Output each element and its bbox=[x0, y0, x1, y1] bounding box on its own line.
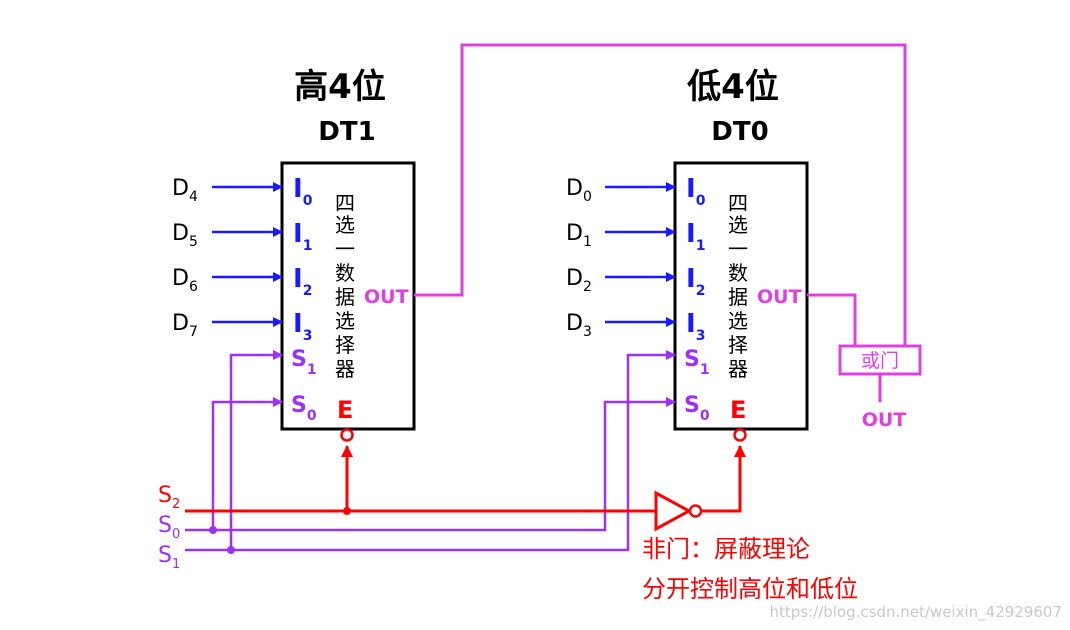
dt0-pin-i2: I2 bbox=[686, 264, 705, 299]
output-wires bbox=[414, 43, 907, 402]
label-s0: S0 bbox=[158, 513, 180, 542]
dt1-pin-out: OUT bbox=[364, 286, 409, 308]
dt1-out-wire bbox=[414, 43, 907, 346]
not-gate-triangle bbox=[654, 490, 693, 532]
label-d5: D5 bbox=[172, 221, 198, 250]
dt1-pin-e: E bbox=[337, 396, 353, 424]
dt1-char-7: 器 bbox=[335, 357, 355, 381]
dt1-char-0: 四 bbox=[335, 191, 355, 215]
s0-wire bbox=[185, 397, 676, 532]
dt1-char-2: 一 bbox=[335, 237, 355, 261]
s0-branch-dt1 bbox=[211, 397, 283, 530]
or-gate-box bbox=[838, 344, 922, 376]
dt0-char-2: 一 bbox=[728, 237, 748, 261]
dt0-pin-i0: I0 bbox=[686, 174, 706, 209]
dt0-pin-e: E bbox=[730, 396, 746, 424]
high-bits-title: 高4位 bbox=[294, 67, 386, 107]
not-gate bbox=[654, 490, 703, 532]
dt0-char-5: 选 bbox=[728, 309, 748, 333]
dt1-pin-i3: I3 bbox=[293, 309, 312, 344]
label-s2: S2 bbox=[158, 483, 180, 512]
dt0-pin-out: OUT bbox=[757, 286, 802, 308]
annotation-line-2: 分开控制高位和低位 bbox=[642, 575, 858, 603]
s0-junction-dot bbox=[209, 526, 217, 534]
dt0-label: DT0 bbox=[711, 117, 768, 147]
dt0-data-wires bbox=[605, 182, 676, 327]
dt1-pin-s0: S0 bbox=[291, 393, 317, 424]
select-line-labels: S2 S0 S1 bbox=[158, 483, 180, 572]
or-gate-label: 或门 bbox=[861, 350, 899, 372]
dt0-enable-bubble bbox=[733, 428, 747, 442]
dt1-enable-bubble bbox=[340, 428, 354, 442]
dt0-pin-labels: I0 I1 I2 I3 S1 S0 E OUT bbox=[684, 174, 802, 424]
dt0-out-wire bbox=[807, 293, 857, 346]
dt0-input-labels: D0 D1 D2 D3 bbox=[566, 176, 592, 340]
final-out-label: OUT bbox=[862, 409, 907, 431]
label-d7: D7 bbox=[172, 311, 198, 340]
annotation-line-1: 非门：屏蔽理论 bbox=[642, 535, 810, 563]
dt1-char-3: 数 bbox=[335, 261, 355, 285]
dt0-chip-box bbox=[673, 161, 809, 431]
dt0-char-4: 据 bbox=[728, 285, 748, 309]
dt1-label: DT1 bbox=[318, 117, 375, 147]
dt0-char-1: 选 bbox=[728, 213, 748, 237]
label-d1: D1 bbox=[566, 221, 592, 250]
s1-junction-dot bbox=[227, 546, 235, 554]
not-gate-bubble bbox=[688, 504, 703, 518]
dt0-pin-i1: I1 bbox=[686, 219, 705, 254]
label-d6: D6 bbox=[172, 266, 198, 295]
dt0-char-0: 四 bbox=[728, 191, 748, 215]
dt0-char-6: 择 bbox=[728, 333, 748, 357]
enable-wires bbox=[185, 445, 746, 513]
dt0-pin-i3: I3 bbox=[686, 309, 705, 344]
s2-junction-dot bbox=[343, 507, 351, 515]
s1-branch-dt1 bbox=[229, 350, 283, 550]
dt1-input-labels: D4 D5 D6 D7 bbox=[172, 176, 198, 340]
dt0-char-3: 数 bbox=[728, 261, 748, 285]
dt1-data-wires bbox=[212, 182, 283, 327]
dt1-pin-labels: I0 I1 I2 I3 S1 S0 E OUT bbox=[291, 174, 409, 424]
low-bits-title: 低4位 bbox=[687, 67, 779, 107]
watermark: https://blog.csdn.net/weixin_42929607 bbox=[769, 603, 1062, 622]
dt1-char-1: 选 bbox=[335, 213, 355, 237]
label-d4: D4 bbox=[172, 176, 198, 205]
label-d0: D0 bbox=[566, 176, 592, 205]
dt1-chip-description: 四 选 一 数 据 选 择 器 bbox=[335, 191, 355, 381]
dt1-pin-i1: I1 bbox=[293, 219, 312, 254]
dt1-char-5: 选 bbox=[335, 309, 355, 333]
dt0-chip-description: 四 选 一 数 据 选 择 器 bbox=[728, 191, 748, 381]
dt1-char-6: 择 bbox=[335, 333, 355, 357]
dt1-char-4: 据 bbox=[335, 285, 355, 309]
select-wires bbox=[185, 350, 676, 552]
dt0-char-7: 器 bbox=[728, 357, 748, 381]
dt1-chip-box bbox=[280, 161, 416, 431]
label-d3: D3 bbox=[566, 311, 592, 340]
not-gate-out-wire bbox=[702, 445, 746, 513]
dt1-pin-i0: I0 bbox=[293, 174, 313, 209]
label-s1: S1 bbox=[158, 543, 180, 572]
dt1-pin-s1: S1 bbox=[291, 347, 317, 378]
dt1-pin-i2: I2 bbox=[293, 264, 312, 299]
dt0-pin-s0: S0 bbox=[684, 393, 710, 424]
s1-wire bbox=[185, 350, 676, 552]
dt0-pin-s1: S1 bbox=[684, 347, 710, 378]
label-d2: D2 bbox=[566, 266, 592, 295]
